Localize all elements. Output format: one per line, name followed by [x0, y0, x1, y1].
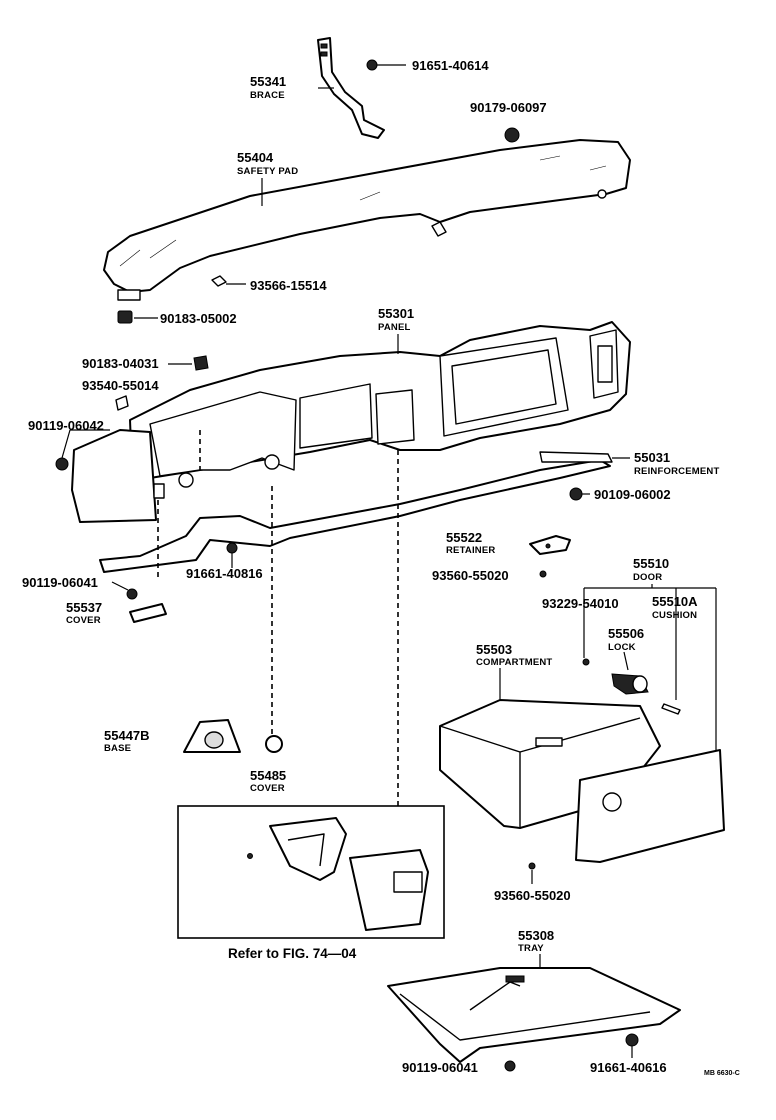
cover-left-name: COVER	[66, 615, 101, 626]
fastener-label: 91661-40616	[590, 1060, 667, 1075]
fastener-label: 90179-06097	[470, 100, 547, 115]
reinforcement-name: REINFORCEMENT	[634, 466, 719, 477]
fastener-label: 90183-04031	[82, 356, 159, 371]
bolt-90109-06002	[569, 487, 590, 501]
tray-name: TRAY	[518, 943, 544, 954]
retainer-part	[529, 535, 571, 555]
safety-pad-part	[103, 139, 631, 301]
cover-left-part	[129, 603, 167, 623]
reference-box	[177, 805, 445, 939]
fastener-label: 93540-55014	[82, 378, 159, 393]
fastener-label: 93229-54010	[542, 596, 619, 611]
reference-note: Refer to FIG. 74—04	[228, 946, 357, 961]
bolt-90119-06041-b	[504, 1060, 516, 1072]
clip-90183-04031	[193, 355, 209, 371]
fastener-label: 93560-55020	[494, 888, 571, 903]
panel-name: PANEL	[378, 322, 411, 333]
clip-90183-05002	[117, 310, 158, 324]
drawing-code: MB 6630-C	[704, 1070, 740, 1077]
nut-90179-06097	[504, 127, 520, 143]
screw-93560-55020	[539, 570, 547, 578]
bolt-91661-40816	[226, 542, 238, 568]
brace-name: BRACE	[250, 90, 285, 101]
door-name: DOOR	[633, 572, 662, 583]
lock-number: 55506	[608, 626, 644, 641]
screw-93560-55020-b	[528, 862, 536, 884]
cover-lower-number: 55485	[250, 768, 286, 783]
clip-93540-55014	[115, 395, 129, 411]
brace-number: 55341	[250, 74, 286, 89]
lock-name: LOCK	[608, 642, 636, 653]
lock-part	[611, 673, 649, 695]
cover-lower-part	[265, 735, 283, 753]
tray-part	[387, 967, 681, 1063]
screw-93229-54010	[582, 658, 590, 666]
fastener-label: 93560-55020	[432, 568, 509, 583]
clip-93566-15514	[211, 275, 246, 287]
fastener-label: 90183-05002	[160, 311, 237, 326]
bolt-90119-06042	[55, 429, 110, 471]
bolt-91651-40614	[366, 59, 406, 71]
fastener-label: 91651-40614	[412, 58, 489, 73]
cover-left-number: 55537	[66, 600, 102, 615]
retainer-number: 55522	[446, 530, 482, 545]
compartment-name: COMPARTMENT	[476, 657, 552, 668]
fastener-label: 93566-15514	[250, 278, 327, 293]
door-number: 55510	[633, 556, 669, 571]
cushion-number: 55510A	[652, 594, 698, 609]
compartment-part	[439, 699, 725, 863]
bolt-91661-40616	[625, 1033, 639, 1058]
fastener-label: 90109-06002	[594, 487, 671, 502]
fastener-label: 90119-06042	[28, 418, 104, 433]
fastener-label: 90119-06041	[402, 1060, 478, 1075]
retainer-name: RETAINER	[446, 545, 495, 556]
base-part	[183, 719, 241, 753]
fastener-label: 90119-06041	[22, 575, 98, 590]
tray-number: 55308	[518, 928, 554, 943]
cover-lower-name: COVER	[250, 783, 285, 794]
cushion-part	[661, 703, 681, 715]
cushion-name: CUSHION	[652, 610, 697, 621]
bolt-90119-06041	[111, 581, 138, 600]
panel-part	[71, 321, 631, 523]
reinforcement-part	[99, 451, 613, 573]
fastener-label: 91661-40816	[186, 566, 263, 581]
safety-pad-name: SAFETY PAD	[237, 166, 298, 177]
reinforcement-number: 55031	[634, 450, 670, 465]
compartment-number: 55503	[476, 642, 512, 657]
panel-number: 55301	[378, 306, 414, 321]
brace-part	[317, 37, 385, 139]
safety-pad-number: 55404	[237, 150, 274, 165]
base-number: 55447B	[104, 728, 150, 743]
base-name: BASE	[104, 743, 131, 754]
